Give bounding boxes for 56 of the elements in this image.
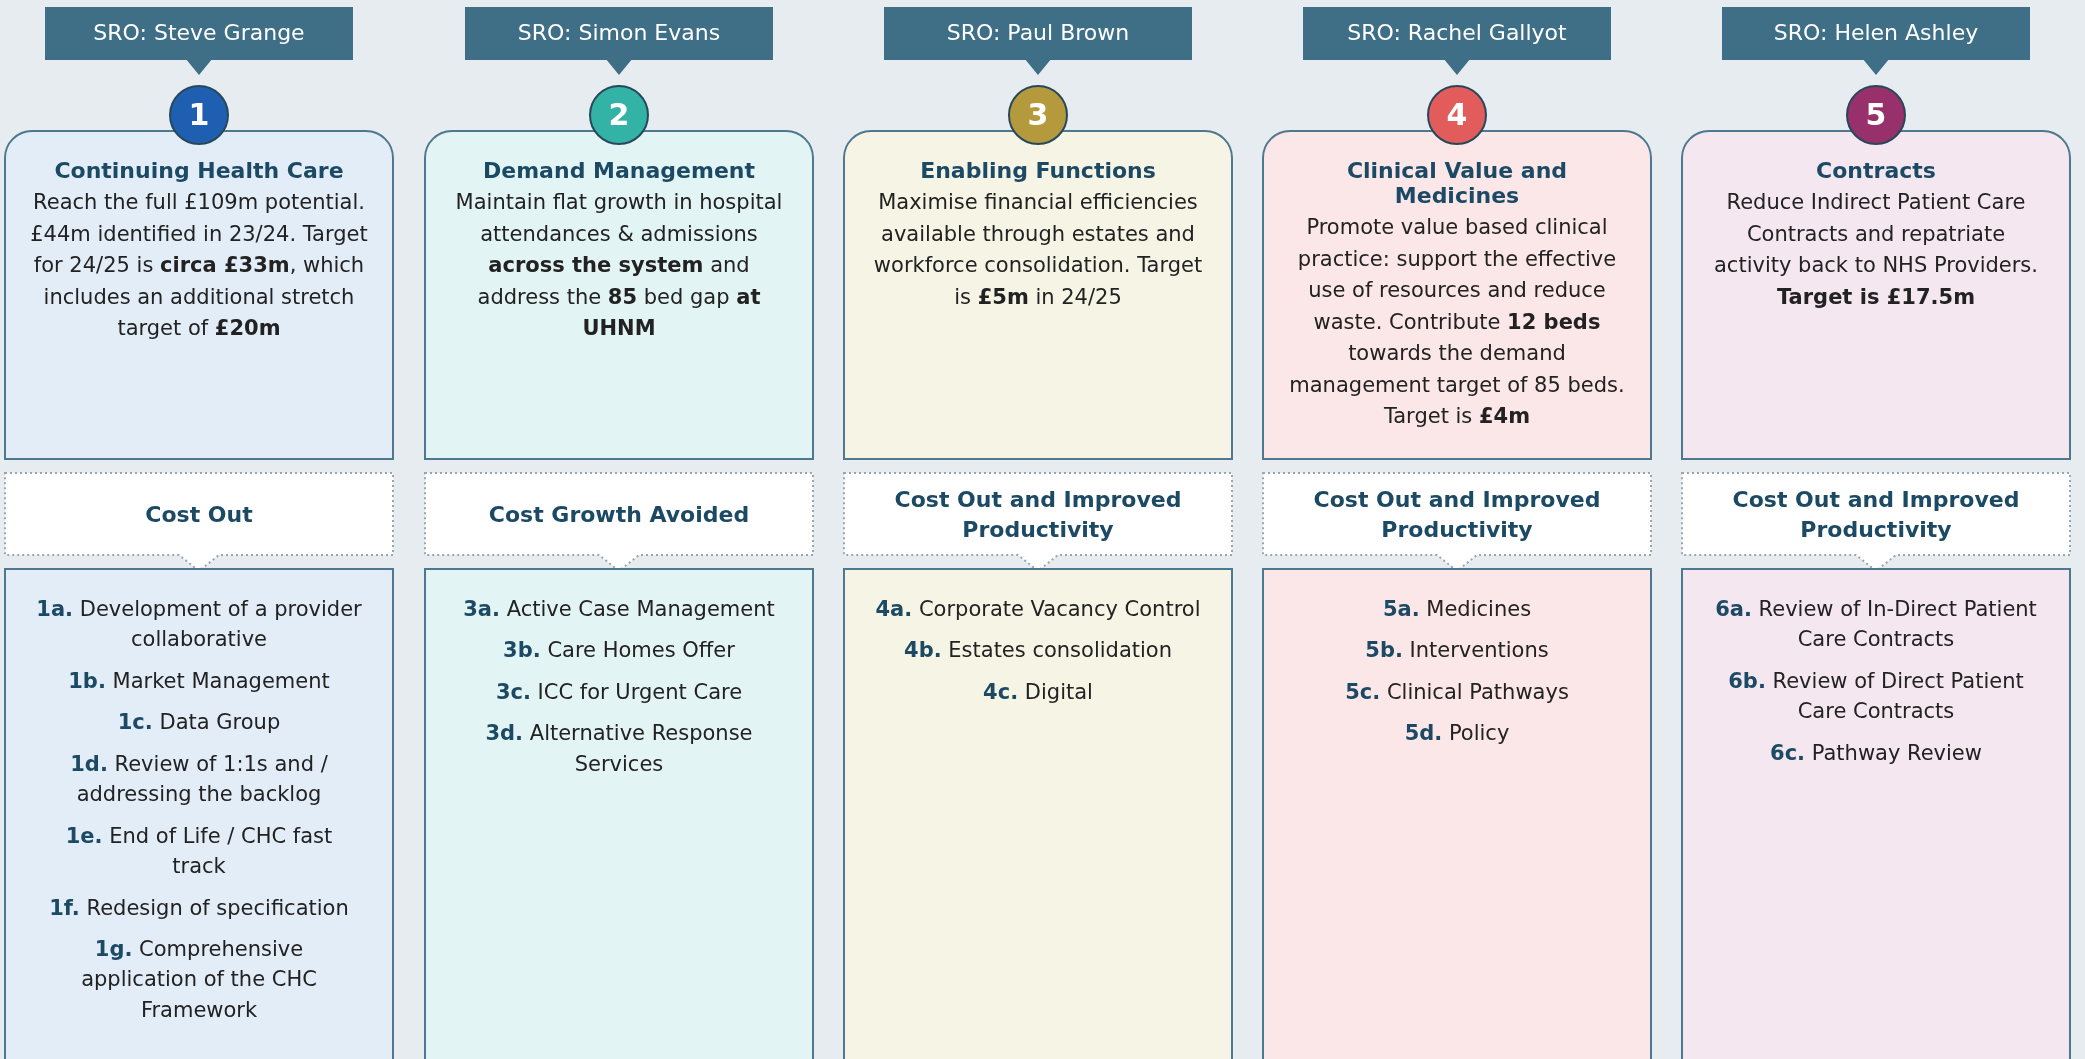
action-item: 1e. End of Life / CHC fast track (64, 822, 334, 881)
actions-panel (843, 568, 1233, 1059)
action-item: 4a. Corporate Vacancy Control (875, 596, 1201, 623)
action-item: 5c. Clinical Pathways (1344, 678, 1570, 706)
action-item: 3b. Care Homes Offer (502, 637, 736, 665)
category-title: Cost Out (145, 501, 253, 530)
workstream-card (1681, 130, 2071, 460)
action-item: 5a. Medicines (1381, 596, 1533, 623)
action-item: 5d. Policy (1403, 720, 1511, 748)
card-heading: Enabling Functions (919, 158, 1157, 183)
category-title: Cost Growth Avoided (488, 501, 750, 530)
card-description: Maintain flat growth in hospital attendances & admissions across the system and address the 85 bed gap at UHNM (454, 189, 784, 342)
workstream-card (1262, 130, 1652, 460)
sro-tab: SRO: Rachel Gallyot (1303, 7, 1611, 75)
sro-tab: SRO: Helen Ashley (1722, 7, 2030, 75)
action-item: 5b. Interventions (1364, 637, 1550, 665)
actions-panel (1262, 568, 1652, 1059)
action-item: 1f. Redesign of specification (48, 894, 350, 922)
card-description: Reduce Indirect Patient Care Contracts and repatriate activity back to NHS Providers. Target is £17.5m (1713, 189, 2039, 311)
actions-panel (1681, 568, 2071, 1059)
number-badge: 1 (169, 85, 229, 145)
action-item: 6b. Review of Direct Patient Care Contracts (1727, 667, 2025, 726)
actions-panel (4, 568, 394, 1059)
card-description: Reach the full £109m potential. £44m identified in 23/24. Target for 24/25 is circa £33m, which includes an additional stretch target of £20m (29, 189, 369, 342)
category-title: Cost Out and Improved Productivity (893, 486, 1183, 544)
action-item: 3a. Active Case Management (462, 596, 776, 623)
action-item: 1d. Review of 1:1s and / addressing the backlog (69, 750, 329, 809)
sro-tab: SRO: Paul Brown (884, 7, 1192, 75)
action-item: 6a. Review of In-Direct Patient Care Contracts (1714, 596, 2038, 654)
action-item: 4b. Estates consolidation (903, 637, 1173, 665)
action-item: 1a. Development of a provider collaborative (36, 596, 362, 654)
card-heading: Demand Management (482, 158, 756, 183)
actions-panel (424, 568, 814, 1059)
action-item: 4c. Digital (982, 678, 1094, 706)
sro-tab: SRO: Steve Grange (45, 7, 353, 75)
action-item: 3d. Alternative Response Services (484, 720, 754, 778)
workstream-card (4, 130, 394, 460)
workstream-card (424, 130, 814, 460)
number-badge: 4 (1427, 85, 1487, 145)
category-title: Cost Out and Improved Productivity (1731, 486, 2021, 544)
card-heading: Clinical Value and Medicines (1345, 158, 1569, 208)
action-item: 1c. Data Group (116, 709, 282, 737)
number-badge: 2 (589, 85, 649, 145)
card-heading: Continuing Health Care (53, 158, 345, 183)
workstream-card (843, 130, 1233, 460)
card-description: Promote value based clinical practice: support the effective use of resources and reduce waste. Contribute 12 beds towards the demand management target of 85 beds. Target is £4m (1288, 214, 1626, 430)
number-badge: 3 (1008, 85, 1068, 145)
category-title: Cost Out and Improved Productivity (1312, 486, 1602, 544)
number-badge: 5 (1846, 85, 1906, 145)
action-item: 6c. Pathway Review (1769, 739, 1983, 767)
action-item: 1b. Market Management (67, 667, 331, 695)
sro-tab: SRO: Simon Evans (465, 7, 773, 75)
card-description: Maximise financial efficiencies available through estates and workforce consolidation. Target is £5m in 24/25 (872, 189, 1204, 311)
action-item: 1g. Comprehensive application of the CHC Framework (80, 935, 318, 1024)
card-heading: Contracts (1815, 158, 1937, 183)
action-item: 3c. ICC for Urgent Care (494, 678, 744, 706)
